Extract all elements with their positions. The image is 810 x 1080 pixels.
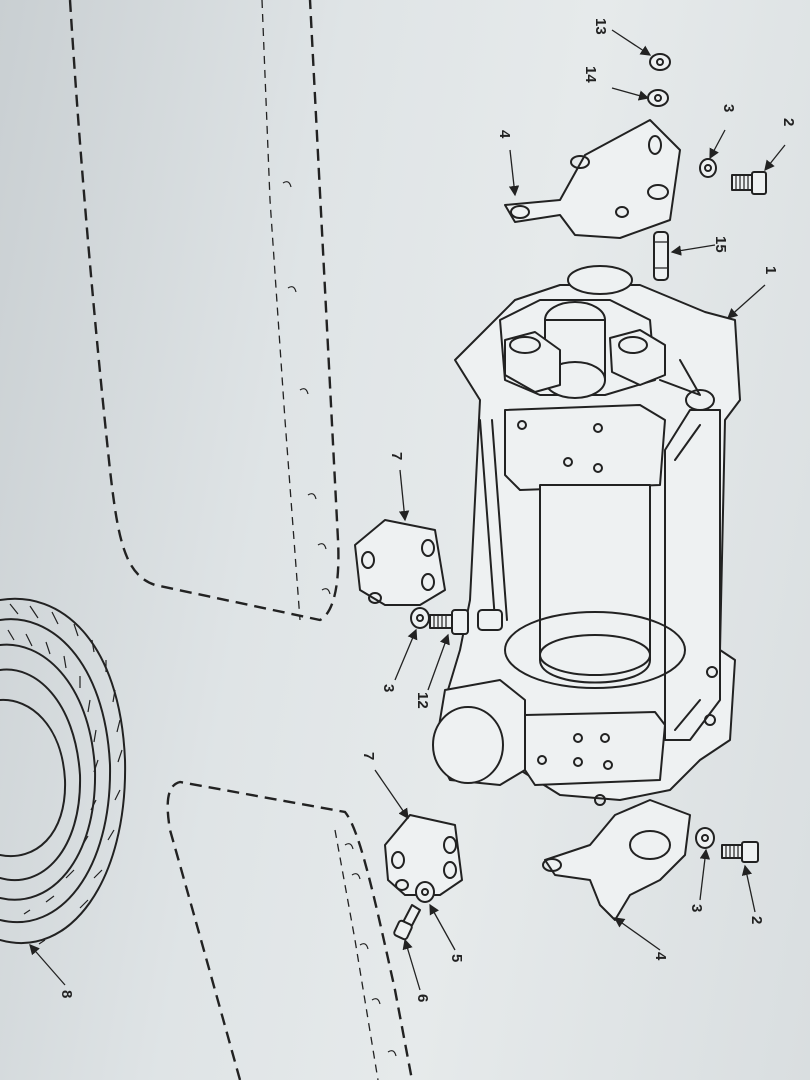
washer-3-top bbox=[699, 158, 717, 178]
callout-2-top: 2 bbox=[780, 118, 797, 126]
callout-labels: 13 14 3 2 4 15 1 7 3 12 7 5 6 2 3 4 8 bbox=[58, 18, 797, 1002]
bolt-6 bbox=[393, 904, 421, 941]
callout-7-lower: 7 bbox=[360, 752, 377, 760]
nut-13 bbox=[649, 53, 671, 71]
callout-2-bottom: 2 bbox=[748, 916, 765, 924]
mounting-bracket-lower bbox=[542, 799, 691, 921]
callout-5: 5 bbox=[448, 954, 465, 962]
winch-assembly bbox=[432, 265, 741, 806]
bolt-12 bbox=[429, 609, 469, 635]
callout-4-bottom: 4 bbox=[652, 952, 669, 961]
washer-3-left bbox=[410, 607, 430, 629]
lock-washer-14 bbox=[647, 89, 669, 107]
mounting-bracket-upper bbox=[504, 119, 681, 239]
callout-3-bottom: 3 bbox=[688, 904, 705, 912]
callout-3-left: 3 bbox=[380, 684, 397, 692]
pin-15 bbox=[653, 231, 669, 281]
callout-3-top: 3 bbox=[720, 104, 737, 112]
washer-5 bbox=[415, 881, 435, 903]
rivet-marks-lower bbox=[344, 843, 397, 1057]
callout-8: 8 bbox=[58, 990, 75, 998]
dashed-panel-upper bbox=[68, 0, 340, 622]
callout-13: 13 bbox=[592, 18, 609, 35]
callout-7-upper: 7 bbox=[388, 452, 405, 460]
rivet-marks-upper bbox=[282, 181, 331, 595]
callout-4-top: 4 bbox=[496, 130, 513, 139]
callout-1: 1 bbox=[762, 266, 779, 274]
bolt-2-top bbox=[731, 171, 767, 195]
dashed-panel-lower bbox=[166, 780, 414, 1080]
callout-12: 12 bbox=[414, 692, 431, 709]
side-bracket-lower bbox=[384, 814, 463, 896]
bolt-2-bottom bbox=[721, 841, 759, 863]
cable-coil bbox=[0, 597, 127, 945]
leader-lines bbox=[29, 29, 786, 991]
callout-6: 6 bbox=[414, 994, 431, 1002]
side-bracket-upper bbox=[354, 519, 446, 606]
callout-15: 15 bbox=[712, 236, 729, 253]
callout-14: 14 bbox=[582, 66, 599, 83]
washer-3-bottom bbox=[695, 827, 715, 849]
